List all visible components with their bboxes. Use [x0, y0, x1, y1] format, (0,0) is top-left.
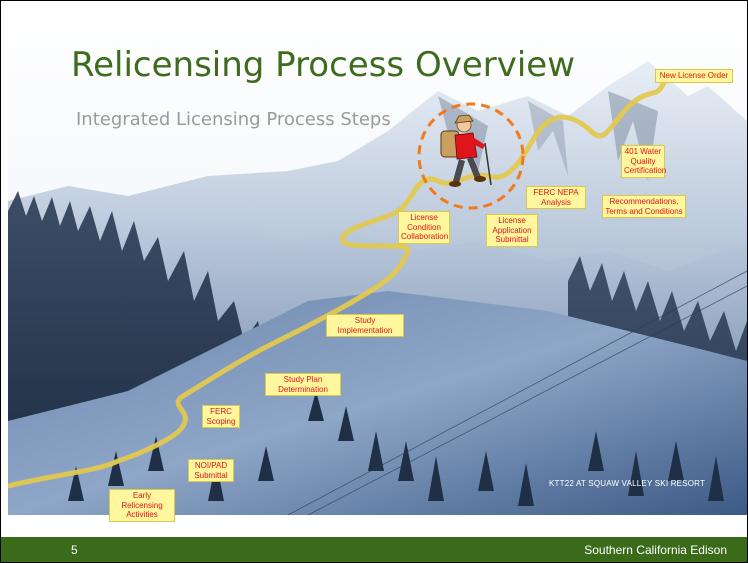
photo-credit: KTT22 AT SQUAW VALLEY SKI RESORT	[549, 479, 706, 488]
slide-subtitle: Integrated Licensing Process Steps	[76, 109, 391, 130]
step-license-condition-collaboration: License Condition Collaboration	[398, 211, 450, 244]
step-ferc-nepa-analysis: FERC NEPA Analysis	[526, 186, 586, 209]
slide-number: 5	[71, 543, 78, 557]
step-ferc-scoping: FERC Scoping	[202, 405, 240, 428]
step-401-water-quality-certification: 401 Water Quality Certification	[621, 145, 666, 178]
step-study-implementation: Study Implementation	[326, 314, 404, 337]
step-noi-pad-submittal: NOI/PAD Submittal	[188, 459, 234, 482]
step-recommendations-terms-conditions: Recommendations, Terms and Conditions	[602, 195, 686, 218]
step-study-plan-determination: Study Plan Determination	[265, 373, 341, 396]
footer-bar: 5 Southern California Edison	[1, 537, 747, 562]
step-new-license-order: New License Order	[655, 69, 733, 83]
mountain-photo	[8, 1, 747, 515]
hiker-icon	[417, 102, 525, 210]
slide-title: Relicensing Process Overview	[71, 45, 576, 85]
step-early-relicensing: Early Relicensing Activities	[109, 489, 175, 522]
company-name: Southern California Edison	[584, 543, 727, 557]
step-license-application-submittal: License Application Submittal	[486, 214, 538, 247]
